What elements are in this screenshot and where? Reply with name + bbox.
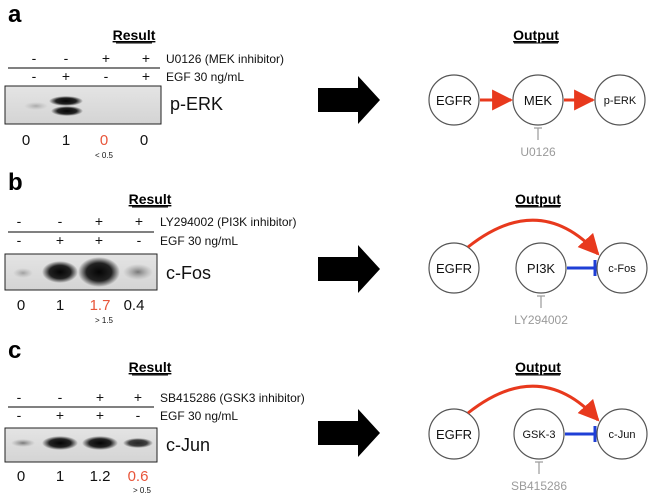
output-heading: Output [515,359,561,375]
treatment-sign: - [32,68,37,84]
western-blot-image [4,85,162,125]
panel-letter: b [8,169,23,196]
treatment-label: U0126 (MEK inhibitor) [166,52,284,66]
result-heading: Result [129,191,172,207]
node-label: EGFR [436,93,472,108]
treatment-label: EGF 30 ng/mL [166,70,244,84]
activation-edge [467,218,600,256]
band-label: c-Jun [166,435,210,455]
node-circle [428,408,480,460]
quant-value: 0 [17,297,25,314]
treatment-sign: + [95,213,103,229]
quant-value-highlighted: 1.7 [90,297,111,314]
treatment-sign: - [17,213,22,229]
treatment-sign: - [58,213,63,229]
result-heading: Result [129,359,172,375]
inhibitor-label: U0126 [520,145,556,159]
treatment-sign: + [142,50,150,66]
node-circle [428,74,480,126]
treatment-sign: + [134,389,142,405]
treatment-label: SB415286 (GSK3 inhibitor) [160,391,305,405]
node-label: GSK-3 [522,429,555,441]
treatment-label: EGF 30 ng/mL [160,234,238,248]
output-heading: Output [513,27,559,43]
treatment-sign: + [135,213,143,229]
node-label: c-Fos [608,263,636,275]
big-arrow [318,76,380,124]
node-circle [515,242,567,294]
treatment-sign: + [62,68,70,84]
big-arrow [318,409,380,457]
treatment-sign: - [104,68,109,84]
treatment-sign: + [95,232,103,248]
treatment-sign: + [56,232,64,248]
output-heading: Output [515,191,561,207]
treatment-sign: - [17,232,22,248]
activation-edge [467,384,600,422]
quant-value: 1.2 [90,468,111,485]
result-heading: Result [113,27,156,43]
western-blot-image [4,427,158,463]
treatment-sign: + [96,407,104,423]
quant-value: 0 [140,132,148,149]
node-label: EGFR [436,427,472,442]
node-label: p-ERK [604,95,637,107]
panel-a: a Result - - + + U0126 (MEK inhibitor) -… [4,1,646,160]
quant-value: 1 [56,468,64,485]
quant-value: 0 [22,132,30,149]
treatment-sign: - [17,389,22,405]
treatment-sign: - [137,232,142,248]
threshold-note: < 0.5 [95,151,114,160]
western-blot-image [4,253,158,291]
big-arrow [318,245,380,293]
inhibitor-label: SB415286 [511,479,567,493]
node-circle [513,408,565,460]
treatment-sign: + [56,407,64,423]
treatment-sign: - [58,389,63,405]
band-label: p-ERK [170,94,223,114]
panel-letter: c [8,337,21,364]
node-label: c-Jun [609,429,636,441]
band-label: c-Fos [166,263,211,283]
threshold-note: > 0.5 [133,486,152,495]
treatment-sign: + [96,389,104,405]
node-circle [596,408,648,460]
quant-value-highlighted: 0 [100,132,108,149]
treatment-sign: + [142,68,150,84]
treatment-sign: - [64,50,69,66]
panel-letter: a [8,1,22,28]
quant-value: 1 [56,297,64,314]
panel-c: c Result - - + + SB415286 (GSK3 inhibito… [4,337,648,495]
quant-value: 1 [62,132,70,149]
treatment-sign: - [136,407,141,423]
node-label: PI3K [527,261,556,276]
quant-value: 0 [17,468,25,485]
threshold-note: > 1.5 [95,316,114,325]
node-circle [596,242,648,294]
treatment-sign: - [17,407,22,423]
node-circle [428,242,480,294]
quant-value-highlighted: 0.6 [128,468,149,485]
node-label: EGFR [436,261,472,276]
treatment-label: EGF 30 ng/mL [160,409,238,423]
treatment-sign: - [32,50,37,66]
quant-value: 0.4 [124,297,145,314]
treatment-label: LY294002 (PI3K inhibitor) [160,215,297,229]
treatment-sign: + [102,50,110,66]
panel-b: b Result - - + + LY294002 (PI3K inhibito… [4,169,648,327]
node-label: MEK [524,93,553,108]
inhibitor-label: LY294002 [514,313,568,327]
